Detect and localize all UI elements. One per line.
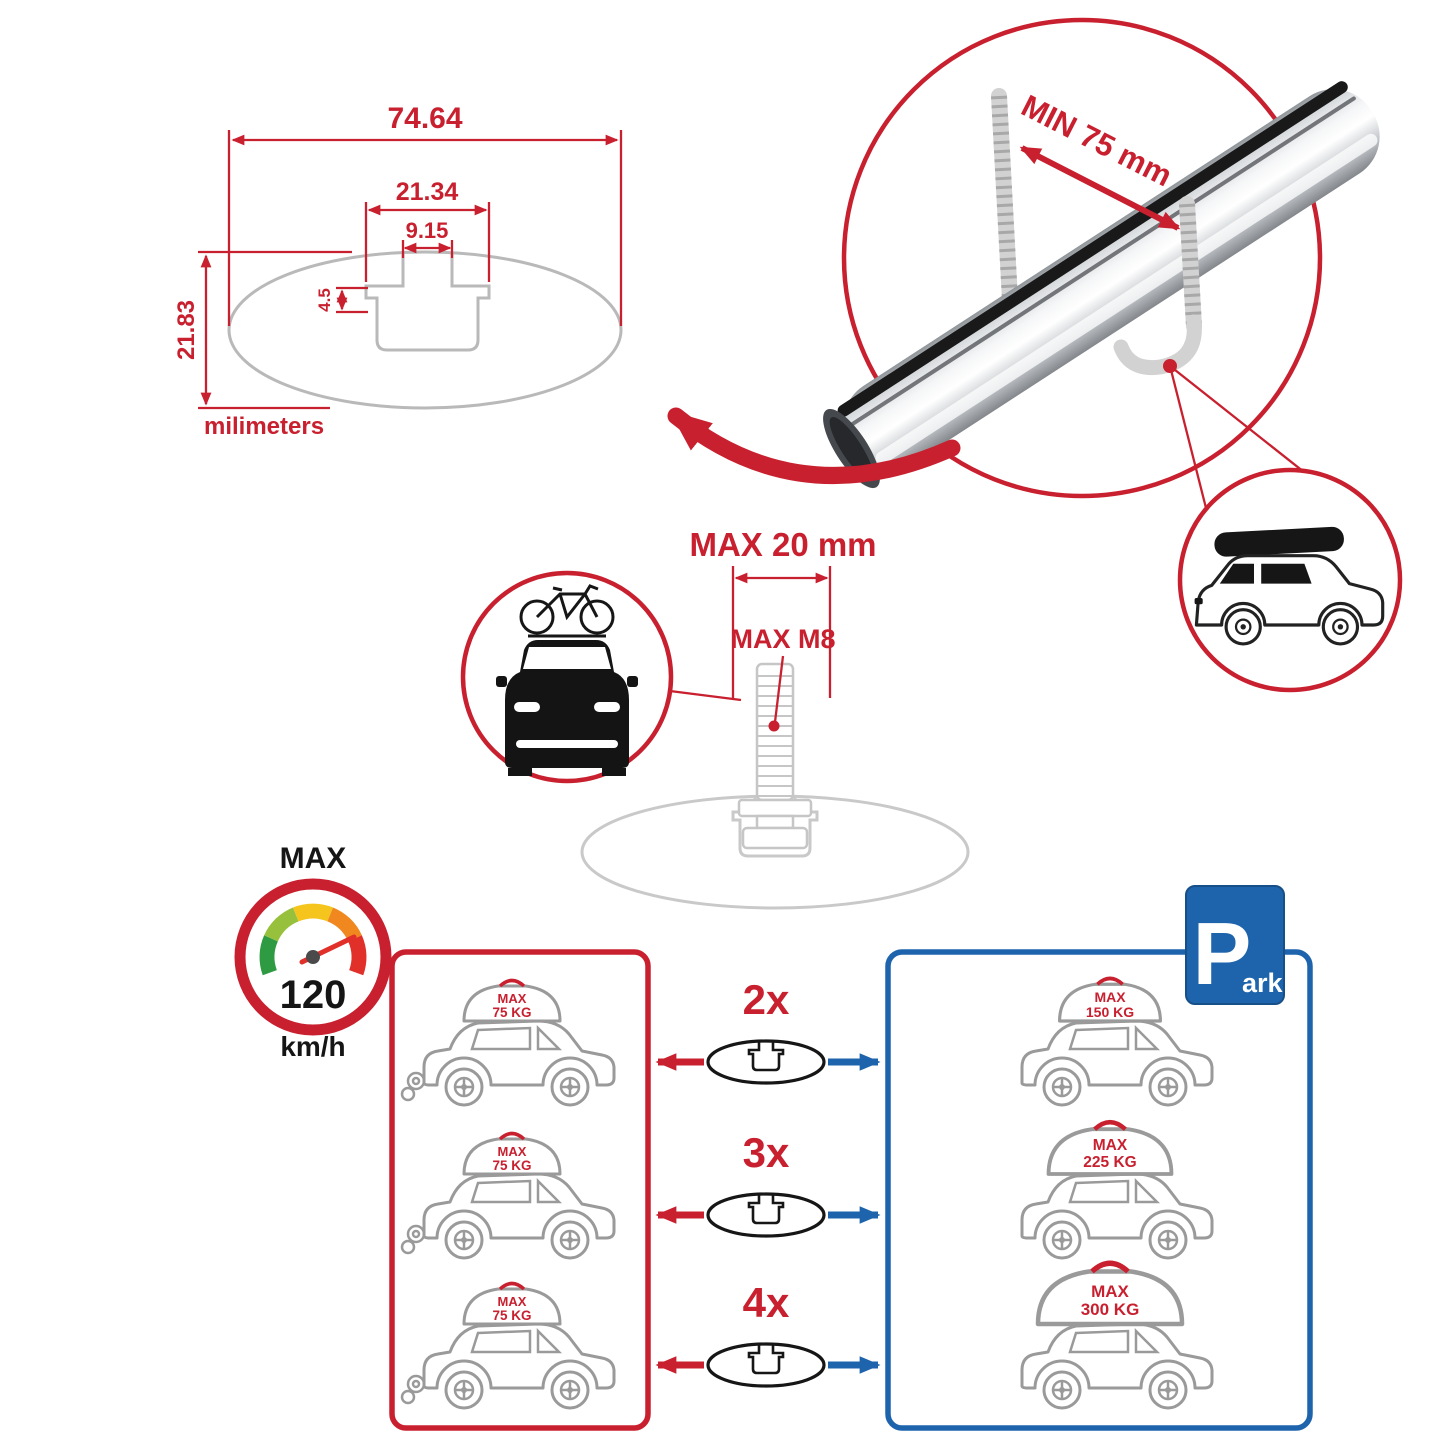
callout-leader-line bbox=[1168, 365, 1208, 509]
t-slot-ghost bbox=[731, 796, 819, 858]
cargo-max-label: MAX bbox=[1093, 1137, 1128, 1154]
speed-limit-gauge: MAX 120 km/h bbox=[234, 842, 392, 1062]
dim-lip-depth: 4.5 bbox=[315, 286, 368, 314]
driving-car-row-3: MAX 75 KG bbox=[400, 1281, 616, 1410]
dim-total-height-label: 21.83 bbox=[173, 300, 200, 360]
multiplier-label: 2x bbox=[743, 976, 790, 1023]
cargo-weight-value: 150 KG bbox=[1086, 1004, 1134, 1020]
multiplier-row-2: 3x bbox=[655, 1129, 881, 1238]
cargo-max-label: MAX bbox=[498, 991, 527, 1006]
dim-slot-width: 9.15 bbox=[401, 218, 454, 258]
dim-lip-depth-label: 4.5 bbox=[315, 288, 334, 312]
parking-sign-letter: P bbox=[1193, 904, 1252, 1003]
mount-bolt-diagram: MAX 20 mm MAX M8 bbox=[580, 526, 970, 910]
bar-cross-section-icon bbox=[706, 1342, 826, 1388]
zoom-out-arrow bbox=[667, 407, 961, 484]
parked-car-row-1: MAX 150 KG bbox=[1020, 976, 1214, 1107]
max-length-annotation: MAX 20 mm bbox=[689, 526, 877, 698]
multiplier-label: 4x bbox=[743, 1279, 790, 1326]
thread-point-dot bbox=[768, 720, 780, 732]
multiplier-row-1: 2x bbox=[655, 976, 881, 1085]
suv-with-roofbox bbox=[1194, 526, 1385, 646]
speed-unit: km/h bbox=[280, 1031, 345, 1062]
aluminum-crossbar bbox=[823, 81, 1380, 489]
multiplier-column: 2x 3x 4x bbox=[655, 976, 881, 1388]
max-thread-label: MAX M8 bbox=[730, 624, 835, 654]
cargo-weight-value: 225 KG bbox=[1083, 1154, 1136, 1171]
gauge-arc bbox=[259, 903, 367, 976]
dim-total-height: 21.83 bbox=[173, 250, 352, 410]
gauge-pivot bbox=[306, 950, 320, 964]
dim-channel-width: 21.34 bbox=[364, 178, 491, 282]
driving-car-row-1: MAX 75 KG bbox=[400, 978, 616, 1107]
speed-max-label: MAX bbox=[280, 842, 347, 875]
unit-label: milimeters bbox=[204, 413, 324, 440]
parking-sign-suffix: ark bbox=[1242, 968, 1284, 998]
parking-sign: P ark bbox=[1185, 885, 1285, 1005]
cargo-weight-value: 75 KG bbox=[492, 1158, 531, 1173]
multiplier-label: 3x bbox=[743, 1129, 790, 1176]
u-bolt-clamp-right bbox=[1113, 196, 1202, 376]
dim-total-width-label: 74.64 bbox=[387, 102, 462, 135]
cargo-max-label: MAX bbox=[498, 1294, 527, 1309]
dim-channel-width-label: 21.34 bbox=[396, 178, 459, 206]
cargo-max-label: MAX bbox=[498, 1144, 527, 1159]
dim-total-width: 74.64 bbox=[227, 102, 623, 326]
dim-slot-width-label: 9.15 bbox=[406, 218, 449, 243]
u-bolt-clamp-left bbox=[991, 88, 1018, 308]
cargo-max-label: MAX bbox=[1091, 1282, 1129, 1301]
parked-car-row-3: MAX 300 KG bbox=[1020, 1263, 1214, 1410]
roof-box bbox=[1214, 526, 1344, 557]
bar-detail-callout: MIN 75 mm bbox=[823, 17, 1380, 511]
t-slot-channel-profile bbox=[364, 253, 491, 352]
t-bolt bbox=[737, 662, 813, 850]
bar-cross-section-icon bbox=[706, 1039, 826, 1085]
parked-load-panel: MAX 150 KG MAX 225 KG MAX 300 KG bbox=[885, 949, 1313, 1431]
cargo-max-label: MAX bbox=[1094, 989, 1126, 1005]
bar-cross-section-icon bbox=[706, 1192, 826, 1238]
max-length-label: MAX 20 mm bbox=[689, 526, 876, 563]
cargo-weight-value: 75 KG bbox=[492, 1005, 531, 1020]
bike-callout-leader bbox=[669, 689, 742, 702]
cargo-weight-value: 75 KG bbox=[492, 1308, 531, 1323]
driving-car-row-2: MAX 75 KG bbox=[400, 1131, 616, 1260]
bar-profile-ellipse bbox=[227, 250, 623, 410]
parked-car-row-2: MAX 225 KG bbox=[1020, 1122, 1214, 1260]
driving-load-panel: MAX 75 KG MAX 75 KG MAX 75 KG bbox=[389, 949, 651, 1431]
cargo-weight-value: 300 KG bbox=[1081, 1300, 1140, 1319]
bike-car-callout bbox=[460, 570, 742, 784]
multiplier-row-3: 4x bbox=[655, 1279, 881, 1388]
roofbox-car-callout bbox=[1177, 467, 1403, 693]
max-thread-annotation: MAX M8 bbox=[730, 624, 836, 732]
speed-value: 120 bbox=[280, 973, 347, 1017]
cross-section-diagram: 74.64 21.34 9.15 4.5 21.83 milimeters bbox=[173, 102, 623, 440]
car-front-icon bbox=[496, 640, 638, 776]
bicycle-icon bbox=[519, 584, 615, 638]
parking-sign-board bbox=[1185, 885, 1285, 1005]
